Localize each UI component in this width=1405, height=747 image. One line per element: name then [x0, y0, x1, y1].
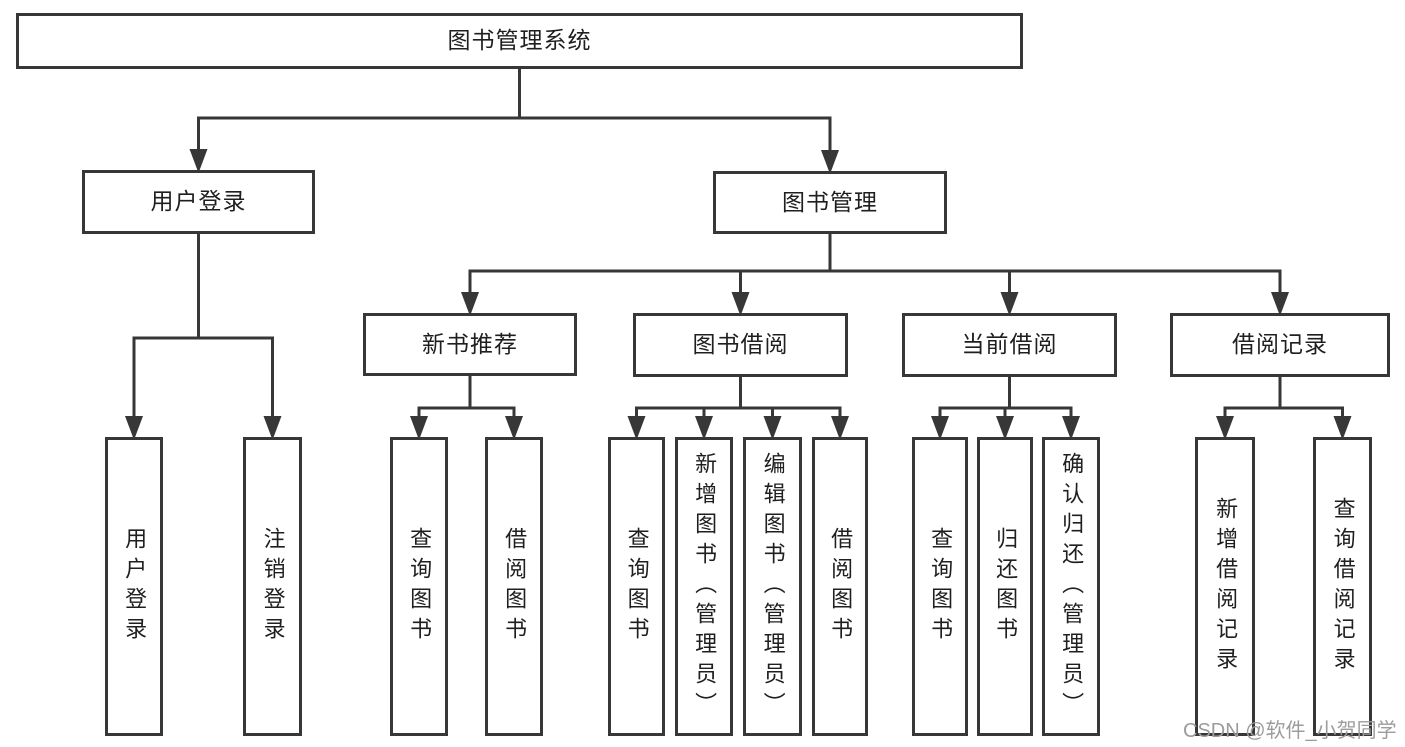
arrowhead-icon [1333, 416, 1352, 440]
arrowhead-icon [189, 149, 208, 173]
arrowhead-icon [831, 416, 849, 440]
node-leaf-edit-book: 编辑图书（管理员） [743, 437, 802, 736]
node-current-borrow: 当前借阅 [902, 313, 1117, 377]
arrowhead-icon [731, 292, 750, 316]
arrowhead-icon [931, 416, 949, 440]
arrowhead-icon [263, 416, 282, 440]
arrowhead-icon [505, 416, 523, 440]
arrowhead-icon [627, 416, 646, 440]
arrowhead-icon [821, 150, 839, 174]
node-user-login: 用户登录 [82, 170, 315, 234]
arrowhead-icon [1000, 292, 1019, 316]
node-leaf-confirm-return: 确认归还（管理员） [1042, 437, 1100, 736]
node-leaf-borrow-books-2: 借阅图书 [812, 437, 868, 736]
node-borrow-records: 借阅记录 [1170, 313, 1390, 377]
node-leaf-user-login: 用户登录 [105, 437, 163, 736]
node-leaf-query-borrow-record: 查询借阅记录 [1313, 437, 1372, 736]
arrowhead-icon [1062, 416, 1080, 440]
node-new-book-rec: 新书推荐 [363, 313, 577, 376]
arrowhead-icon [461, 292, 479, 316]
arrowhead-icon [695, 416, 713, 440]
arrowhead-icon [1216, 416, 1234, 440]
arrowhead-icon [996, 416, 1014, 440]
node-leaf-query-books-3: 查询图书 [912, 437, 968, 736]
node-leaf-query-books-1: 查询图书 [390, 437, 448, 736]
node-root: 图书管理系统 [16, 13, 1023, 69]
arrowhead-icon [1271, 292, 1289, 316]
watermark-text: CSDN @软件_小贺同学 [1183, 720, 1397, 742]
arrowhead-icon [410, 416, 428, 440]
arrowhead-icon [763, 416, 782, 440]
node-leaf-return-book: 归还图书 [977, 437, 1033, 736]
node-leaf-query-books-2: 查询图书 [608, 437, 665, 736]
node-leaf-borrow-books-1: 借阅图书 [485, 437, 543, 736]
node-leaf-add-borrow-record: 新增借阅记录 [1195, 437, 1255, 736]
node-book-mgmt: 图书管理 [713, 171, 947, 234]
node-book-borrow: 图书借阅 [633, 313, 848, 377]
arrowhead-icon [125, 416, 143, 440]
node-leaf-add-book: 新增图书（管理员） [675, 437, 733, 736]
node-leaf-logout: 注销登录 [243, 437, 302, 736]
